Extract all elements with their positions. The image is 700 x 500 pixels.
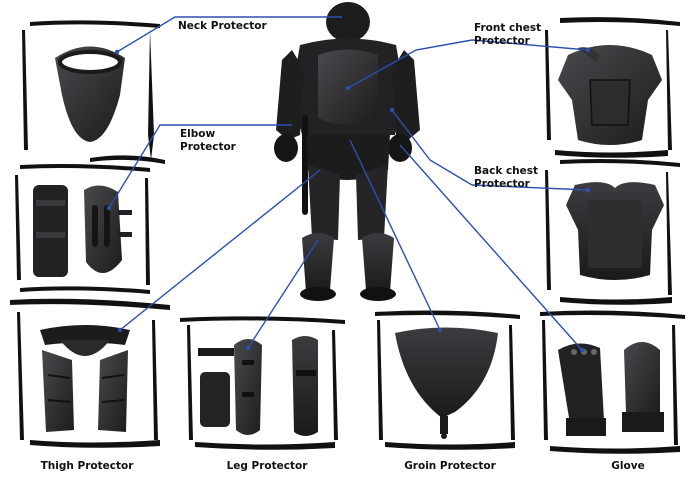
front-chest-protector-image bbox=[558, 45, 662, 145]
label-leg-protector: Leg Protector bbox=[226, 460, 308, 472]
thigh-protector-image bbox=[40, 325, 130, 432]
back-chest-protector-image bbox=[566, 182, 664, 280]
brush-frames bbox=[10, 17, 685, 454]
label-thigh-protector: Thigh Protector bbox=[40, 460, 134, 472]
label-back-chest-protector: Back chest Protector bbox=[474, 165, 539, 190]
label-glove: Glove bbox=[611, 460, 645, 472]
elbow-protector-image bbox=[33, 185, 132, 277]
neck-protector-image bbox=[55, 46, 125, 142]
label-front-chest-protector: Front chest Protector bbox=[474, 22, 542, 47]
armored-figure bbox=[274, 2, 420, 301]
groin-protector-image bbox=[395, 327, 498, 439]
leader-lines bbox=[108, 16, 589, 351]
glove-image bbox=[558, 342, 664, 436]
leader-dots bbox=[106, 47, 591, 353]
label-elbow-protector: Elbow Protector bbox=[180, 128, 236, 153]
leg-protector-image bbox=[198, 336, 318, 436]
label-neck-protector: Neck Protector bbox=[178, 20, 267, 32]
label-groin-protector: Groin Protector bbox=[404, 460, 496, 472]
